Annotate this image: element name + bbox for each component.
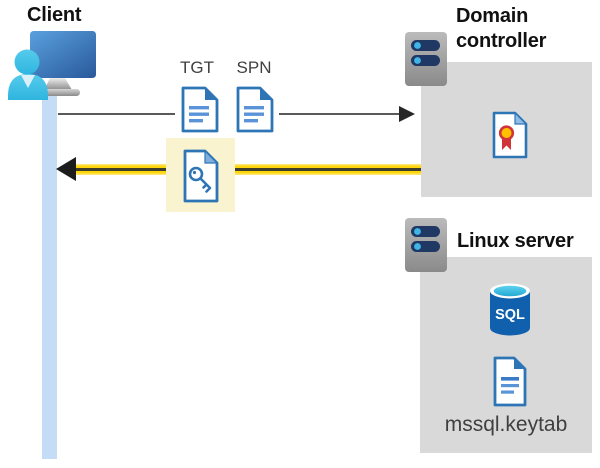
spn-label: SPN: [236, 58, 272, 77]
tgt-label: TGT: [180, 58, 214, 77]
response-arrow-core: [75, 168, 421, 171]
linux-server-label: Linux server: [457, 230, 574, 252]
key-document-icon: [181, 149, 221, 203]
client-lifeline: [42, 92, 57, 459]
request-arrow-line-right: [279, 113, 400, 115]
client-label: Client: [27, 4, 82, 26]
tgt-document-icon: [178, 86, 221, 133]
sql-database-icon: SQL: [488, 282, 532, 337]
request-arrow-line-left: [58, 113, 175, 115]
domain-controller-server-icon: [404, 31, 448, 87]
response-arrow-line: [75, 164, 421, 175]
keytab-document-icon: [491, 356, 529, 407]
keytab-filename-label: mssql.keytab: [444, 413, 568, 436]
client-user-monitor-icon: [8, 28, 100, 100]
spn-document-icon: [233, 86, 276, 133]
certificate-icon: [490, 111, 530, 159]
response-arrowhead-icon: [56, 157, 76, 181]
domain-controller-label: Domain controller: [456, 5, 547, 52]
linux-server-icon: [404, 217, 448, 273]
request-arrowhead-icon: [399, 106, 415, 122]
sql-icon-text: SQL: [495, 307, 525, 323]
